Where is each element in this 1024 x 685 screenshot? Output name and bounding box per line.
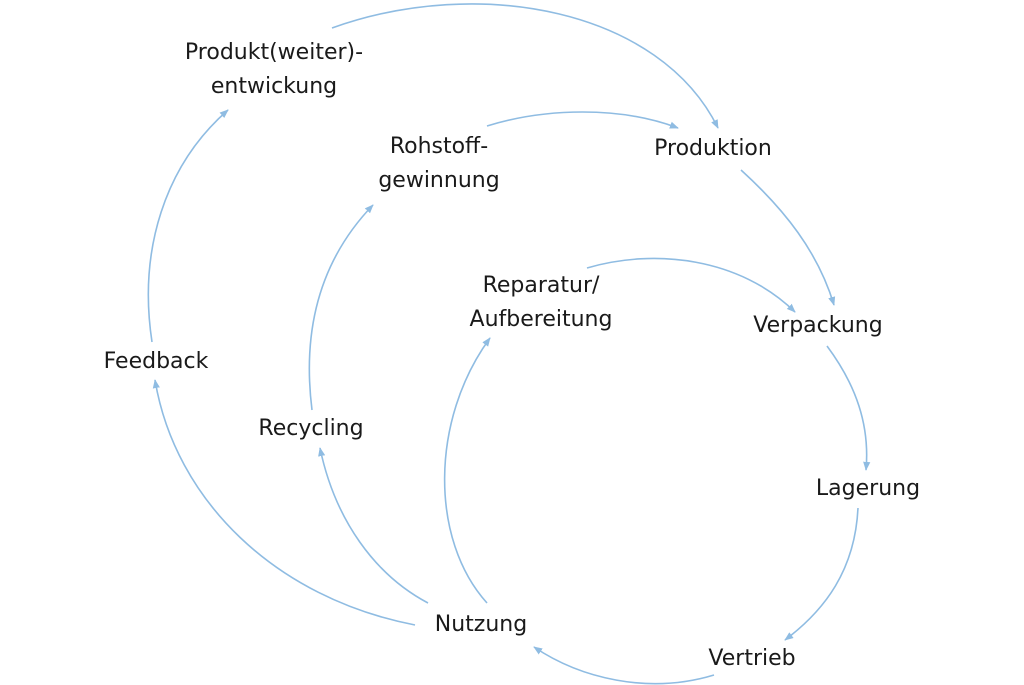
node-nutzung: Nutzung: [414, 608, 548, 642]
edge-lagerung-vertrieb: [784, 507, 859, 641]
edge-produktion-verpackung: [740, 169, 836, 306]
node-produktion: Produktion: [630, 132, 796, 166]
node-vertrieb: Vertrieb: [688, 642, 816, 676]
node-feedback-line1: Feedback: [103, 349, 209, 374]
node-verpackung: Verpackung: [730, 309, 906, 343]
node-feedback: Feedback: [84, 345, 228, 379]
edge-nutzung-feedback: [152, 379, 416, 626]
node-recycling-line1: Recycling: [258, 416, 364, 441]
node-reparatur-line2: Aufbereitung: [469, 307, 613, 332]
node-recycling: Recycling: [238, 412, 384, 446]
node-nutzung-line1: Nutzung: [434, 612, 528, 637]
edge-reparatur-verpackung: [586, 257, 796, 313]
node-reparatur-line1: Reparatur/: [482, 273, 600, 298]
node-lagerung-line1: Lagerung: [815, 476, 921, 501]
node-verpackung-line1: Verpackung: [753, 313, 883, 338]
edge-produktentwicklung-produktion: [331, 3, 719, 129]
node-produktentwicklung-line2: entwickung: [210, 74, 338, 99]
node-produktion-line1: Produktion: [654, 136, 772, 161]
edge-recycling-rohstoff: [308, 204, 374, 411]
node-rohstoff-line1: Rohstoff-: [389, 134, 489, 159]
edge-vertrieb-nutzung: [533, 646, 715, 685]
edge-feedback-produktentwicklung: [147, 109, 229, 343]
node-rohstoffgewinnung: Rohstoff- gewinnung: [356, 130, 522, 198]
node-produktentwicklung: Produkt(weiter)- entwickung: [156, 36, 392, 104]
edge-nutzung-recycling: [318, 447, 429, 604]
node-produktentwicklung-line1: Produkt(weiter)-: [184, 40, 364, 65]
node-lagerung: Lagerung: [796, 472, 940, 506]
edge-rohstoff-produktion: [486, 111, 679, 129]
edge-verpackung-lagerung: [826, 345, 871, 471]
edge-nutzung-reparatur: [443, 337, 491, 604]
node-vertrieb-line1: Vertrieb: [708, 646, 796, 671]
node-rohstoff-line2: gewinnung: [378, 168, 500, 193]
node-reparatur: Reparatur/ Aufbereitung: [446, 269, 636, 337]
